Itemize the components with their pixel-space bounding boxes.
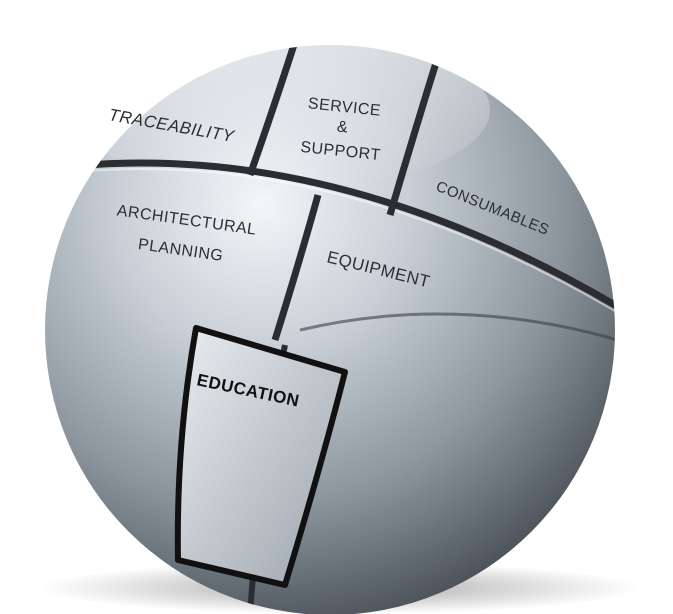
education-block [174, 325, 348, 588]
segment-label-service-line2: & [336, 118, 349, 136]
